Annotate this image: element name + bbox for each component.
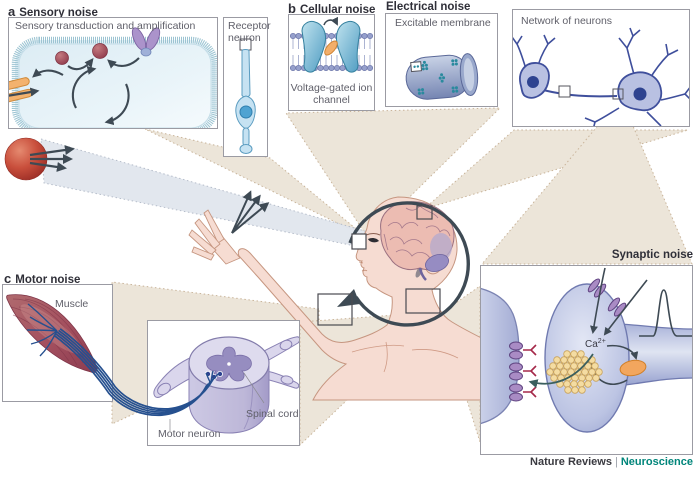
sensory-transduction-box: Sensory transduction and amplification (8, 17, 218, 129)
arm-zoom-square (317, 293, 353, 326)
muscle-box: Muscle (2, 284, 113, 402)
dendrites (513, 27, 689, 126)
receptor-soma (239, 105, 253, 119)
receptor-neuron-drawing (235, 38, 256, 154)
receptor-neuron-box: Receptor neuron (223, 17, 271, 157)
amplification-arrows (32, 57, 140, 126)
panel-a-letter: a (8, 4, 16, 19)
synaptic-noise-title: Synaptic noise (611, 249, 693, 261)
synaptic-noise-header: Synaptic noise (540, 249, 693, 261)
brain (380, 201, 455, 281)
electrical-noise-header: Electrical noise (386, 1, 470, 13)
footer-brand: Nature Reviews (530, 456, 612, 468)
panel-b-title: Cellular noise (299, 4, 376, 16)
network-drawing (513, 27, 689, 126)
loop-arrow (337, 201, 470, 327)
action-potential-trace (639, 289, 692, 337)
membrane-zoom-square (410, 61, 423, 73)
chest-contours (351, 341, 459, 373)
eye (368, 237, 379, 243)
excitable-membrane-label: Excitable membrane (395, 17, 491, 29)
network-of-neurons-box: Network of neurons (512, 9, 690, 127)
central-canal (227, 362, 231, 366)
ball-trajectory-arrows (29, 145, 75, 172)
ear-inner-line (430, 252, 440, 263)
occipital-lobe (430, 233, 452, 261)
presynaptic-nucleus (527, 76, 539, 88)
spinal-cord-drawing (153, 336, 299, 434)
synapse-drawing: Ca2+ (481, 267, 692, 433)
gyri-lines (383, 205, 451, 259)
nose-lip-lines (358, 261, 368, 272)
brainstem (418, 267, 427, 281)
gating-arrow (323, 16, 338, 26)
sensory-transduction-label: Sensory transduction and amplification (15, 20, 196, 32)
mitochondrion (619, 359, 647, 377)
ion-channel-box: Voltage-gated ion channel (288, 14, 375, 111)
channel-protein (301, 21, 361, 73)
channel-gate (324, 40, 338, 56)
chest-zoom-square (405, 288, 441, 314)
motor-neuron-label: Motor neuron (158, 428, 221, 440)
footer-separator: | (614, 456, 618, 468)
footer-journal: Neuroscience (620, 456, 693, 468)
axon (542, 89, 618, 98)
visual-beam (40, 138, 366, 249)
red-ball (4, 137, 48, 181)
calcium-influx-arrows (590, 267, 648, 336)
ion-channel-drawing (289, 16, 374, 73)
cell-body (15, 40, 215, 128)
messenger-molecule (55, 51, 69, 65)
spinal-cord-box: Spinal cord Motor neuron (147, 320, 300, 446)
postsynaptic-receptors (509, 341, 537, 402)
excitable-membrane-box: Excitable membrane (385, 13, 498, 107)
brain-zoom-square (416, 205, 433, 220)
panel-b-letter: b (288, 1, 296, 16)
eyebrow (365, 233, 381, 236)
panel-c-letter: c (4, 271, 12, 286)
panel-a-title: Sensory noise (19, 7, 98, 19)
axon-zoom-square (558, 85, 571, 98)
muscle-label: Muscle (55, 298, 89, 310)
jaw-shadow (415, 266, 423, 278)
electrical-noise-title: Electrical noise (386, 1, 471, 13)
receptor-neuron-label: Receptor neuron (228, 20, 271, 44)
synapse-zoom-square (612, 88, 624, 100)
ear (423, 246, 446, 275)
journal-footer: Nature Reviews|Neuroscience (530, 456, 693, 468)
network-of-neurons-label: Network of neurons (521, 15, 613, 27)
receptor-neuron-shape (235, 49, 256, 154)
calcium-label: Ca2+ (585, 338, 606, 350)
hand (188, 209, 241, 265)
excitable-membrane-drawing (405, 53, 479, 100)
receptor-y-icons (523, 344, 537, 398)
zoom-squares (317, 205, 441, 326)
cerebellum (424, 254, 450, 272)
channel-clusters (417, 59, 459, 95)
axon-cylinder (405, 53, 479, 100)
sensory-transduction-drawing (9, 27, 217, 128)
ion-channel-label: Voltage-gated ion channel (290, 82, 373, 107)
stimulus-arrow (9, 87, 40, 97)
spinal-leader-line (243, 372, 265, 404)
hand-arrows (231, 190, 270, 234)
spinal-cord-label: Spinal cord (246, 408, 299, 420)
gpcr-receptor-icon (131, 27, 161, 57)
panel-c-title: Motor noise (15, 274, 81, 286)
postsynaptic-nucleus (633, 87, 647, 101)
synaptic-noise-box: Ca2+ (480, 265, 693, 455)
messenger-molecule (92, 43, 108, 59)
eye-zoom-square (351, 233, 367, 250)
release-arrow (528, 353, 594, 388)
